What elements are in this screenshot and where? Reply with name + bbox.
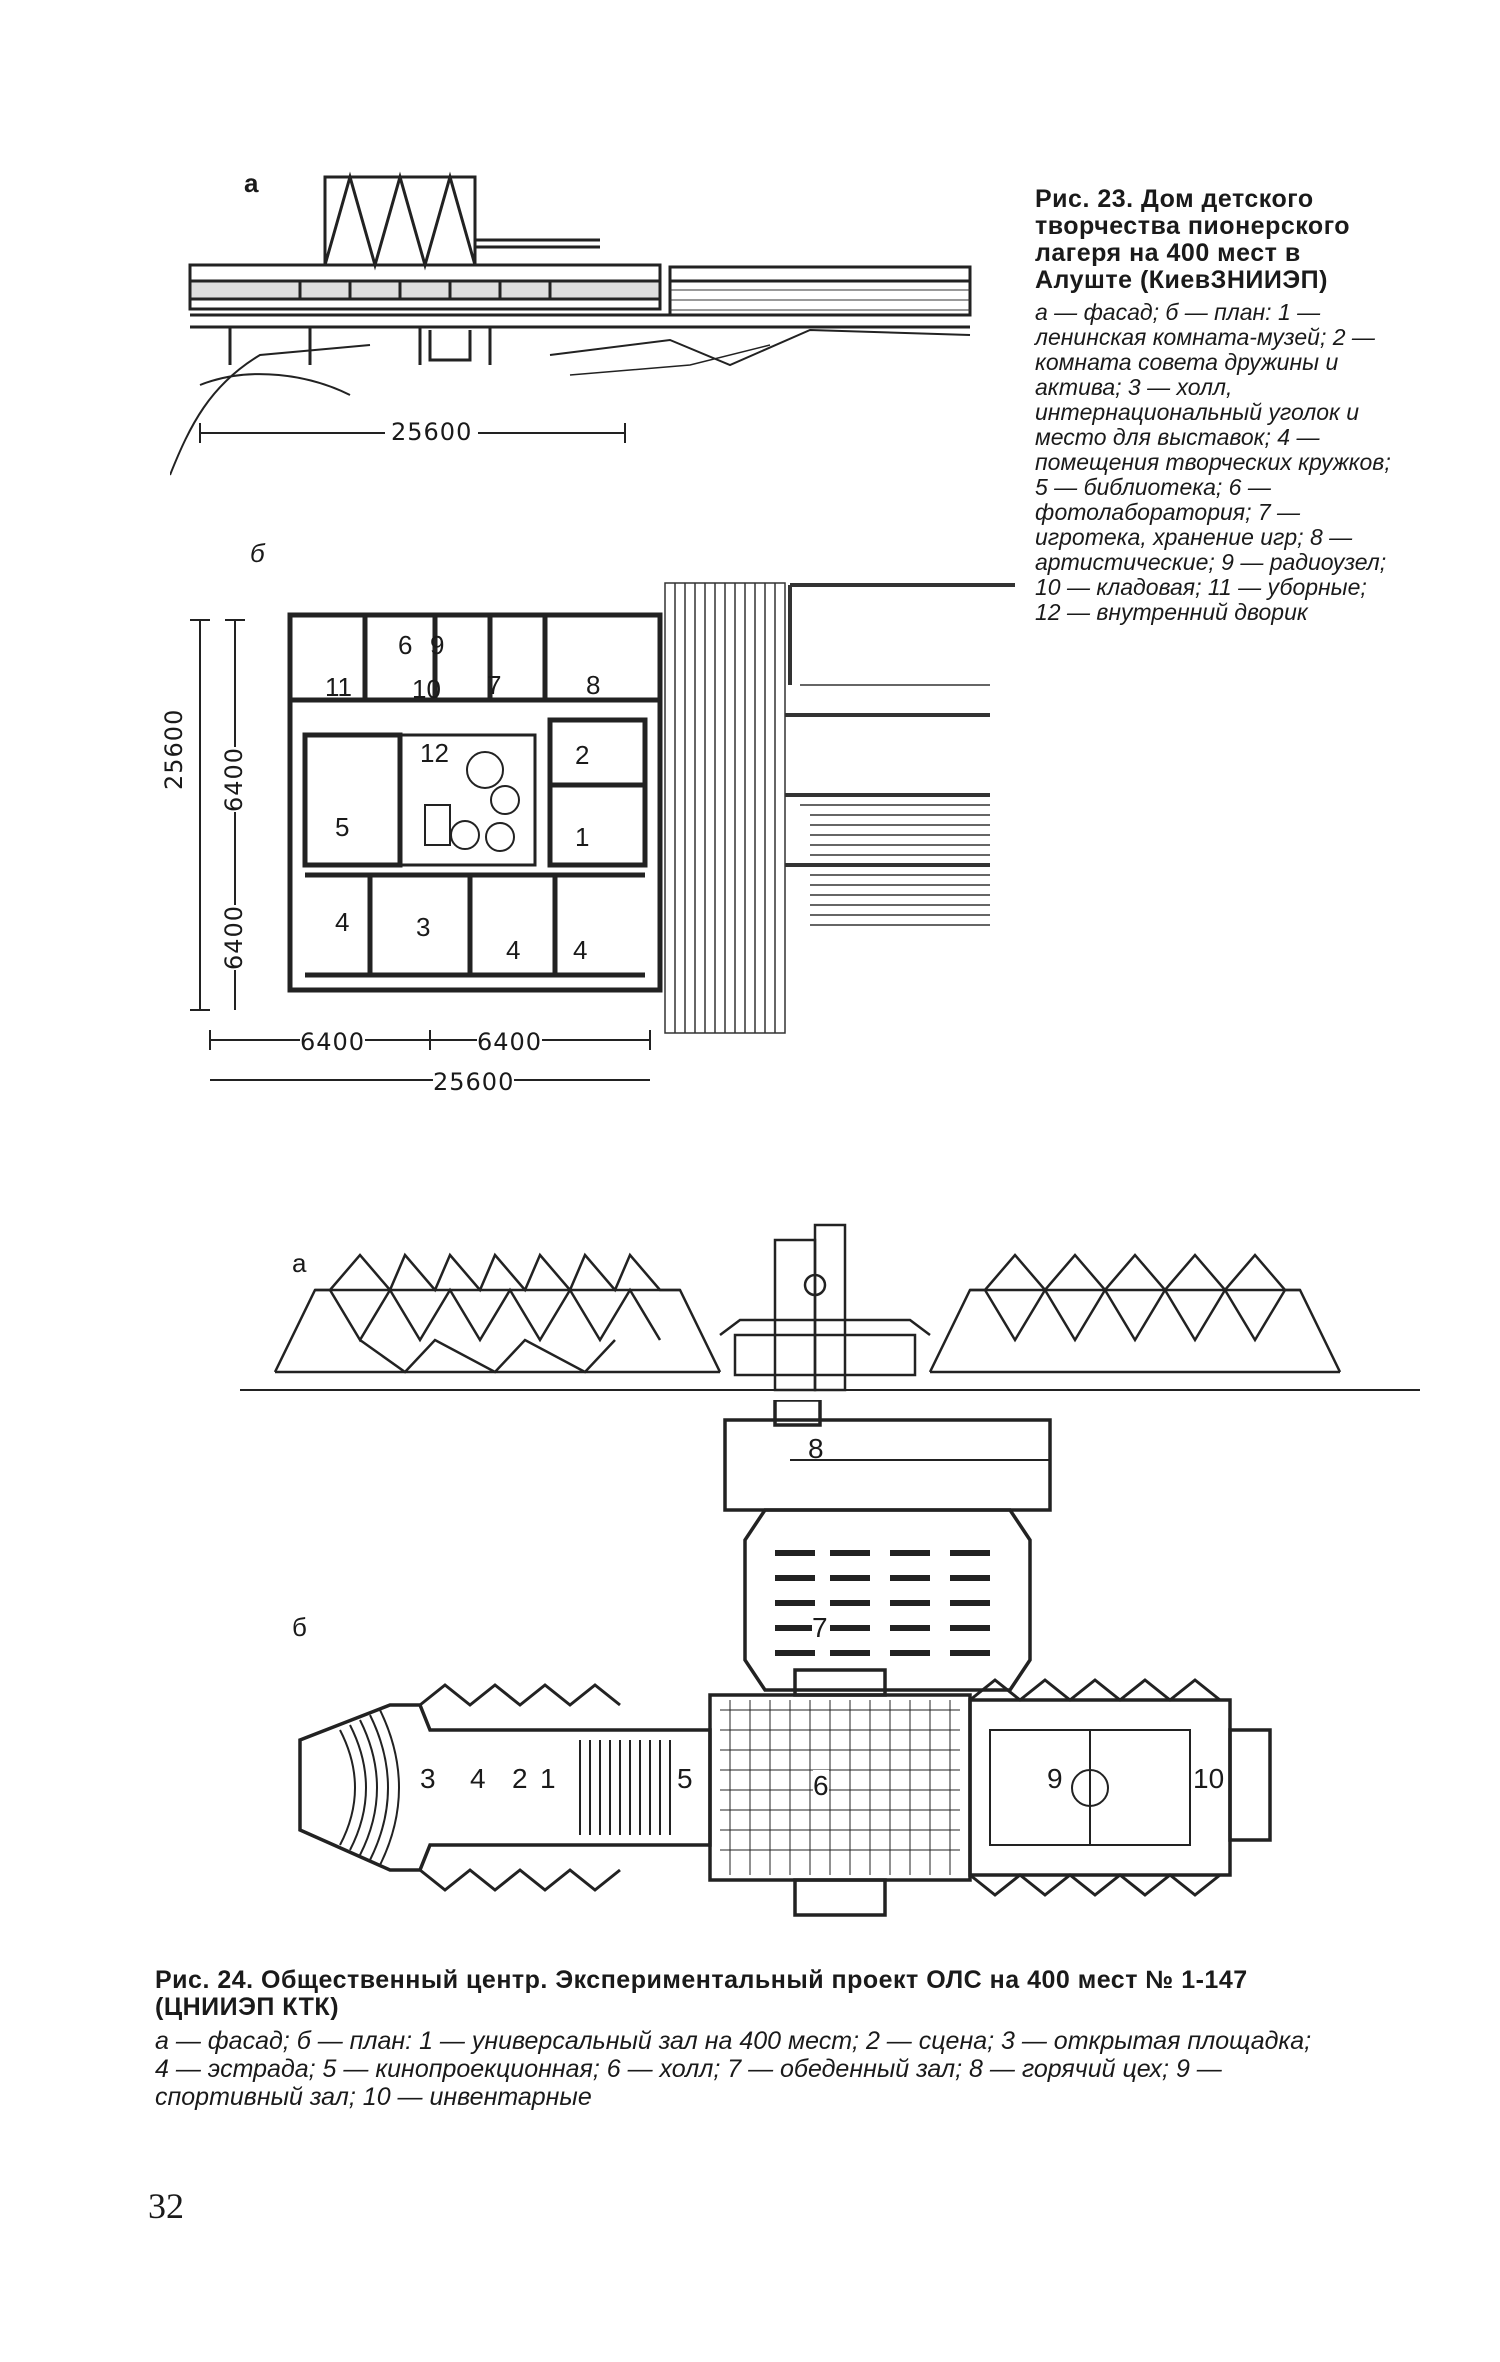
fig23-label-b: б (250, 538, 265, 568)
fig23-room-5: 5 (335, 812, 350, 842)
fig23-room-9: 9 (430, 630, 445, 660)
fig24-room-4: 4 (470, 1763, 486, 1794)
fig23-room-4b: 4 (506, 935, 521, 965)
fig24-room-2: 2 (512, 1763, 528, 1794)
fig23-plan-drawing (287, 582, 1015, 1034)
fig23-room-10: 10 (412, 674, 441, 704)
fig23-dim-h-1: 6400 (300, 1028, 366, 1056)
fig24-caption: Рис. 24. Общественный центр. Эксперимент… (155, 1966, 1315, 2112)
fig23-title: Рис. 23. Дом детского творчества пионерс… (1035, 185, 1351, 294)
fig23-legend: а — фасад; б — план: 1 — ленинская комна… (1035, 299, 1391, 625)
fig23-facade-drawing (170, 171, 972, 476)
fig24-room-3: 3 (420, 1763, 436, 1795)
fig24-facade-drawing (240, 1223, 1420, 1392)
fig24-room-8: 8 (808, 1433, 824, 1464)
fig23-dim-h-total: 25600 (433, 1068, 515, 1096)
fig24-plan-drawing (298, 1400, 1272, 1917)
fig24-label-b: б (292, 1612, 307, 1642)
fig23-label-a: а (244, 168, 259, 198)
fig23-plan-dimensions (190, 619, 651, 1081)
fig24-room-6: 6 (813, 1770, 829, 1802)
fig23-room-11: 11 (325, 672, 352, 702)
fig24-room-9: 9 (1047, 1763, 1063, 1795)
fig23-facade-dimension: 25600 (385, 418, 479, 446)
fig24-room-7: 7 (812, 1612, 828, 1644)
fig23-room-1: 1 (575, 822, 590, 852)
fig24-title: Рис. 24. Общественный центр. Эксперимент… (155, 1966, 1248, 2021)
fig23-dim-v-2: 6400 (220, 904, 248, 970)
fig23-room-8: 8 (586, 670, 601, 700)
fig23-room-7: 7 (487, 670, 502, 700)
fig23-dim-v-1: 6400 (220, 746, 248, 812)
fig24-room-5: 5 (677, 1763, 693, 1795)
fig23-room-4c: 4 (573, 935, 588, 965)
fig23-caption: Рис. 23. Дом детского творчества пионерс… (1035, 186, 1395, 625)
fig23-room-2: 2 (575, 740, 590, 770)
fig23-dim-h-2: 6400 (477, 1028, 543, 1056)
fig23-room-6: 6 (398, 630, 413, 660)
fig23-room-4a: 4 (335, 907, 350, 937)
fig23-dim-v-total: 25600 (160, 708, 188, 790)
page-number: 32 (148, 2186, 184, 2226)
fig24-room-1: 1 (540, 1763, 556, 1795)
fig24-legend: а — фасад; б — план: 1 — универсальный з… (155, 2027, 1312, 2111)
fig24-label-a: а (292, 1248, 307, 1278)
fig24-room-10: 10 (1193, 1763, 1225, 1795)
fig23-room-12: 12 (420, 738, 449, 768)
fig23-room-3: 3 (416, 912, 431, 942)
